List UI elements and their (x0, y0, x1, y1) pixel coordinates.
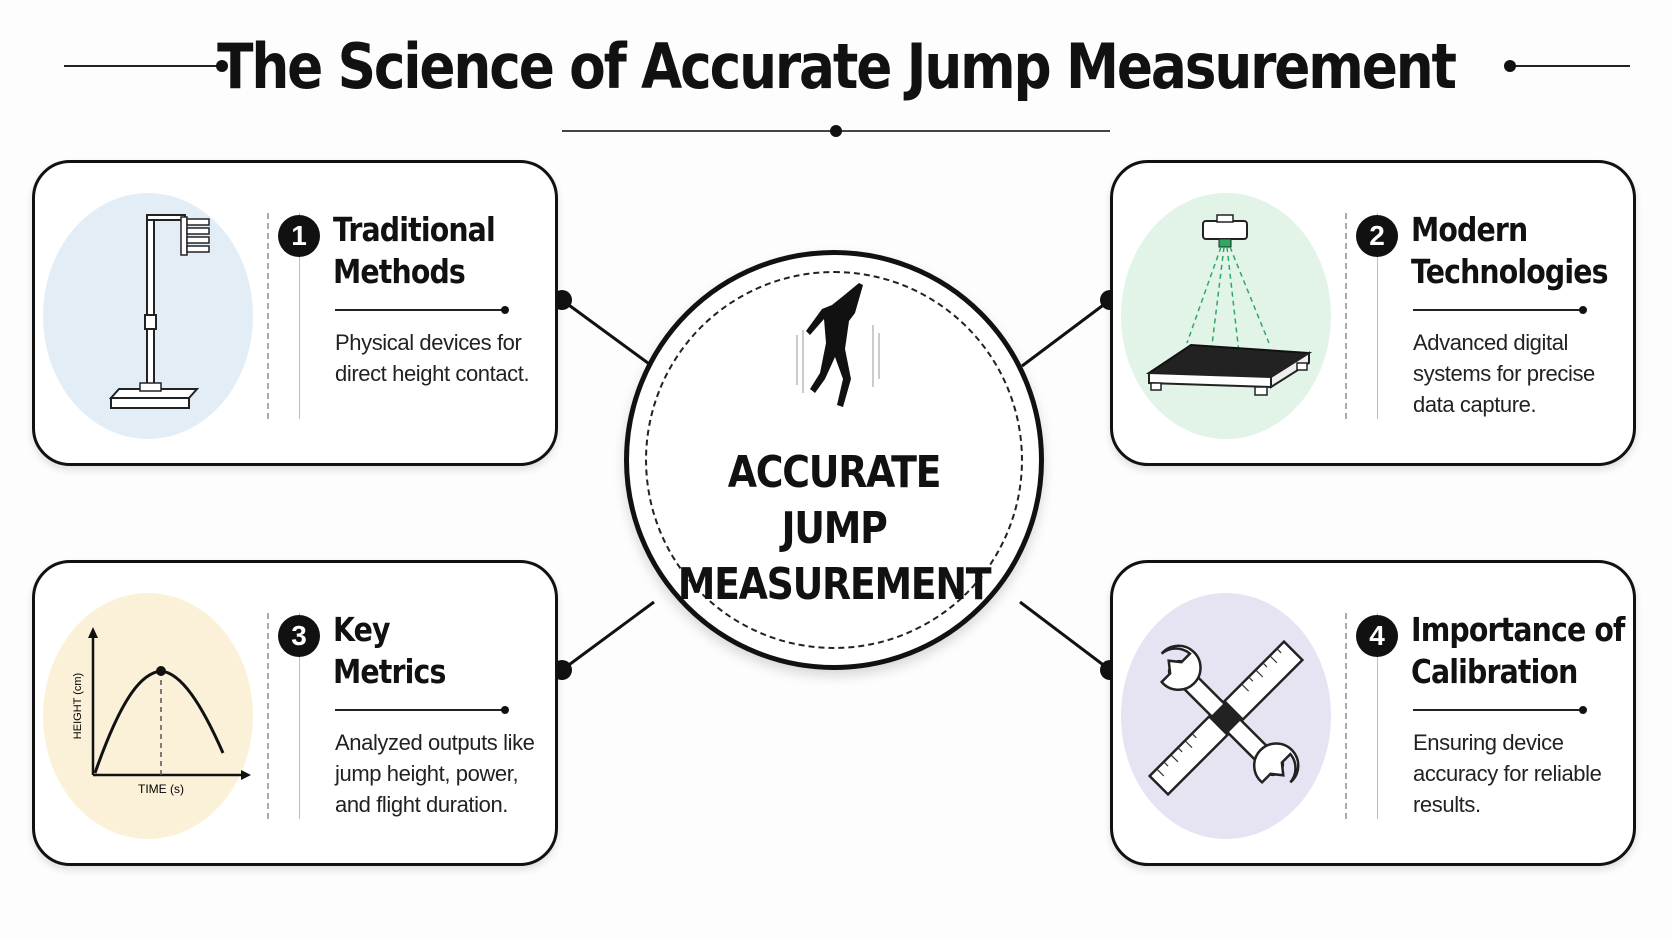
step-number: 1 (278, 215, 320, 257)
step-number: 2 (1356, 215, 1398, 257)
divider-dashed (267, 213, 269, 419)
divider-line (1377, 213, 1378, 419)
vertec-stand-icon (43, 193, 253, 439)
card-heading-line: Technologies (1411, 252, 1609, 291)
card-heading-line: Calibration (1411, 652, 1578, 691)
card-description: Ensuring device accuracy for reliable re… (1413, 730, 1602, 817)
card-key-metrics: HEIGHT (cm) TIME (s) 3 Key Metrics Analy… (32, 560, 558, 866)
card-heading-line: Metrics (333, 652, 446, 691)
illustration-metrics: HEIGHT (cm) TIME (s) (43, 593, 253, 839)
jumper-silhouette-icon (796, 283, 880, 407)
hub-title-line: MEASUREMENT (677, 559, 992, 610)
central-hub: ACCURATE JUMP MEASUREMENT (624, 250, 1044, 670)
hub-title-line: ACCURATE (727, 447, 942, 498)
divider-dashed (1345, 213, 1347, 419)
heading-rule (1413, 706, 1587, 714)
page-title: The Science of Accurate Jump Measurement (217, 30, 1457, 103)
card-heading: Traditional Methods (333, 209, 522, 293)
card-heading-line: Traditional (333, 210, 496, 249)
card-heading-line: Key (333, 610, 391, 649)
card-heading-line: Modern (1411, 210, 1528, 249)
step-number: 4 (1356, 615, 1398, 657)
heading-rule (335, 706, 509, 714)
card-traditional-methods: 1 Traditional Methods Physical devices f… (32, 160, 558, 466)
heading-rule (1413, 306, 1587, 314)
card-calibration: 4 Importance of Calibration Ensuring dev… (1110, 560, 1636, 866)
wrench-ruler-icon (1121, 593, 1331, 839)
hub-title-line: JUMP (781, 503, 887, 554)
height-time-graph-icon: HEIGHT (cm) TIME (s) (43, 593, 253, 839)
step-number: 3 (278, 615, 320, 657)
graph-ylabel: HEIGHT (cm) (72, 673, 84, 739)
illustration-modern (1121, 193, 1331, 439)
card-heading: Importance of Calibration (1411, 609, 1625, 693)
illustration-calibration (1121, 593, 1331, 839)
divider-line (299, 213, 300, 419)
card-heading-line: Importance of (1411, 610, 1625, 649)
hub-title: ACCURATE JUMP MEASUREMENT (658, 445, 1011, 613)
card-heading: Modern Technologies (1411, 209, 1609, 293)
card-description: Analyzed outputs like jump height, power… (335, 730, 535, 817)
divider-line (299, 613, 300, 819)
card-heading: Key Metrics (333, 609, 522, 693)
hub-dashed-ring (645, 271, 1023, 649)
graph-xlabel: TIME (s) (138, 782, 184, 796)
divider-line (1377, 613, 1378, 819)
card-heading-line: Methods (333, 252, 466, 291)
force-plate-laser-icon (1121, 193, 1331, 439)
card-description: Advanced digital systems for precise dat… (1413, 330, 1595, 417)
card-description: Physical devices for direct height conta… (335, 330, 530, 386)
heading-rule (335, 306, 509, 314)
card-modern-technologies: 2 Modern Technologies Advanced digital s… (1110, 160, 1636, 466)
divider-dashed (267, 613, 269, 819)
illustration-traditional (43, 193, 253, 439)
divider-dashed (1345, 613, 1347, 819)
